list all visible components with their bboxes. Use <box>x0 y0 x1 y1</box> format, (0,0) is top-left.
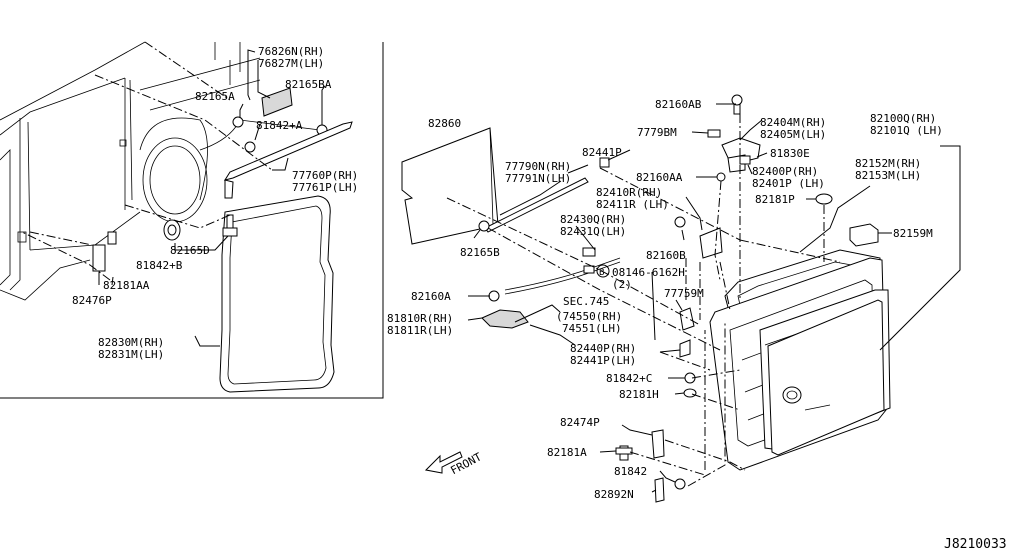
label-82100Q: 82100Q(RH) <box>870 112 936 125</box>
label-82401P: 82401P (LH) <box>752 177 825 190</box>
label-77761P: 77761P(LH) <box>292 181 358 194</box>
labels: 76826N(RH) 76827M(LH) 82165BA 82165A 818… <box>72 45 1007 552</box>
main-diagram <box>401 94 961 503</box>
label-82831M: 82831M(LH) <box>98 348 164 361</box>
label-82441P-top: 82441P <box>582 146 622 159</box>
label-82160A: 82160A <box>411 290 451 303</box>
label-82181P: 82181P <box>755 193 795 206</box>
label-82160AB: 82160AB <box>655 98 702 111</box>
label-82404M: 82404M(RH) <box>760 116 826 129</box>
label-82165B: 82165B <box>460 246 500 259</box>
label-76827M: 76827M(LH) <box>258 57 324 70</box>
label-7779BM: 7779BM <box>637 126 677 139</box>
label-81810R: 81810R(RH) <box>387 312 453 325</box>
label-82405M: 82405M(LH) <box>760 128 826 141</box>
label-74550: (74550(RH) <box>556 310 622 323</box>
label-82440P: 82440P(RH) <box>570 342 636 355</box>
label-74551: 74551(LH) <box>562 322 622 335</box>
label-81842: 81842 <box>614 465 647 478</box>
label-82153M: 82153M(LH) <box>855 169 921 182</box>
label-82430Q: 82430Q(RH) <box>560 213 626 226</box>
label-81830E: 81830E <box>770 147 810 160</box>
label-82474P: 82474P <box>560 416 600 429</box>
inset-panel <box>0 41 384 399</box>
label-82476P: 82476P <box>72 294 112 307</box>
label-08146: 08146-6162H <box>612 266 685 279</box>
label-82165BA: 82165BA <box>285 78 332 91</box>
label-82160B: 82160B <box>646 249 686 262</box>
label-82830M: 82830M(RH) <box>98 336 164 349</box>
label-82400P: 82400P(RH) <box>752 165 818 178</box>
label-82410R: 82410R(RH) <box>596 186 662 199</box>
label-82892N: 82892N <box>594 488 634 501</box>
label-81811R: 81811R(LH) <box>387 324 453 337</box>
label-82181H: 82181H <box>619 388 659 401</box>
label-76826N: 76826N(RH) <box>258 45 324 58</box>
label-77760P: 77760P(RH) <box>292 169 358 182</box>
bolt-symbol-B: B <box>596 264 610 278</box>
label-82431Q: 82431Q(LH) <box>560 225 626 238</box>
label-81842A: 81842+A <box>256 119 303 132</box>
label-81842C: 81842+C <box>606 372 652 385</box>
label-SEC745: SEC.745 <box>563 295 609 308</box>
front-label: FRONT <box>448 450 484 477</box>
label-77790N: 77790N(RH) <box>505 160 571 173</box>
label-82101Q: 82101Q (LH) <box>870 124 943 137</box>
label-82160AA: 82160AA <box>636 171 683 184</box>
label-82411R: 82411R (LH) <box>596 198 669 211</box>
label-82860: 82860 <box>428 117 461 130</box>
label-82165A: 82165A <box>195 90 235 103</box>
label-82181AA: 82181AA <box>103 279 150 292</box>
label-82159M: 82159M <box>893 227 933 240</box>
label-82152M: 82152M(RH) <box>855 157 921 170</box>
label-82181A: 82181A <box>547 446 587 459</box>
svg-text:B: B <box>599 268 604 278</box>
label-08146-qty: (2) <box>612 278 632 291</box>
label-77791N: 77791N(LH) <box>505 172 571 185</box>
label-82165D: 82165D <box>170 244 210 257</box>
label-77759M: 77759M <box>664 287 704 300</box>
label-81842B: 81842+B <box>136 259 183 272</box>
diagram-id: J8210033 <box>944 537 1007 552</box>
label-82441P: 82441P(LH) <box>570 354 636 367</box>
